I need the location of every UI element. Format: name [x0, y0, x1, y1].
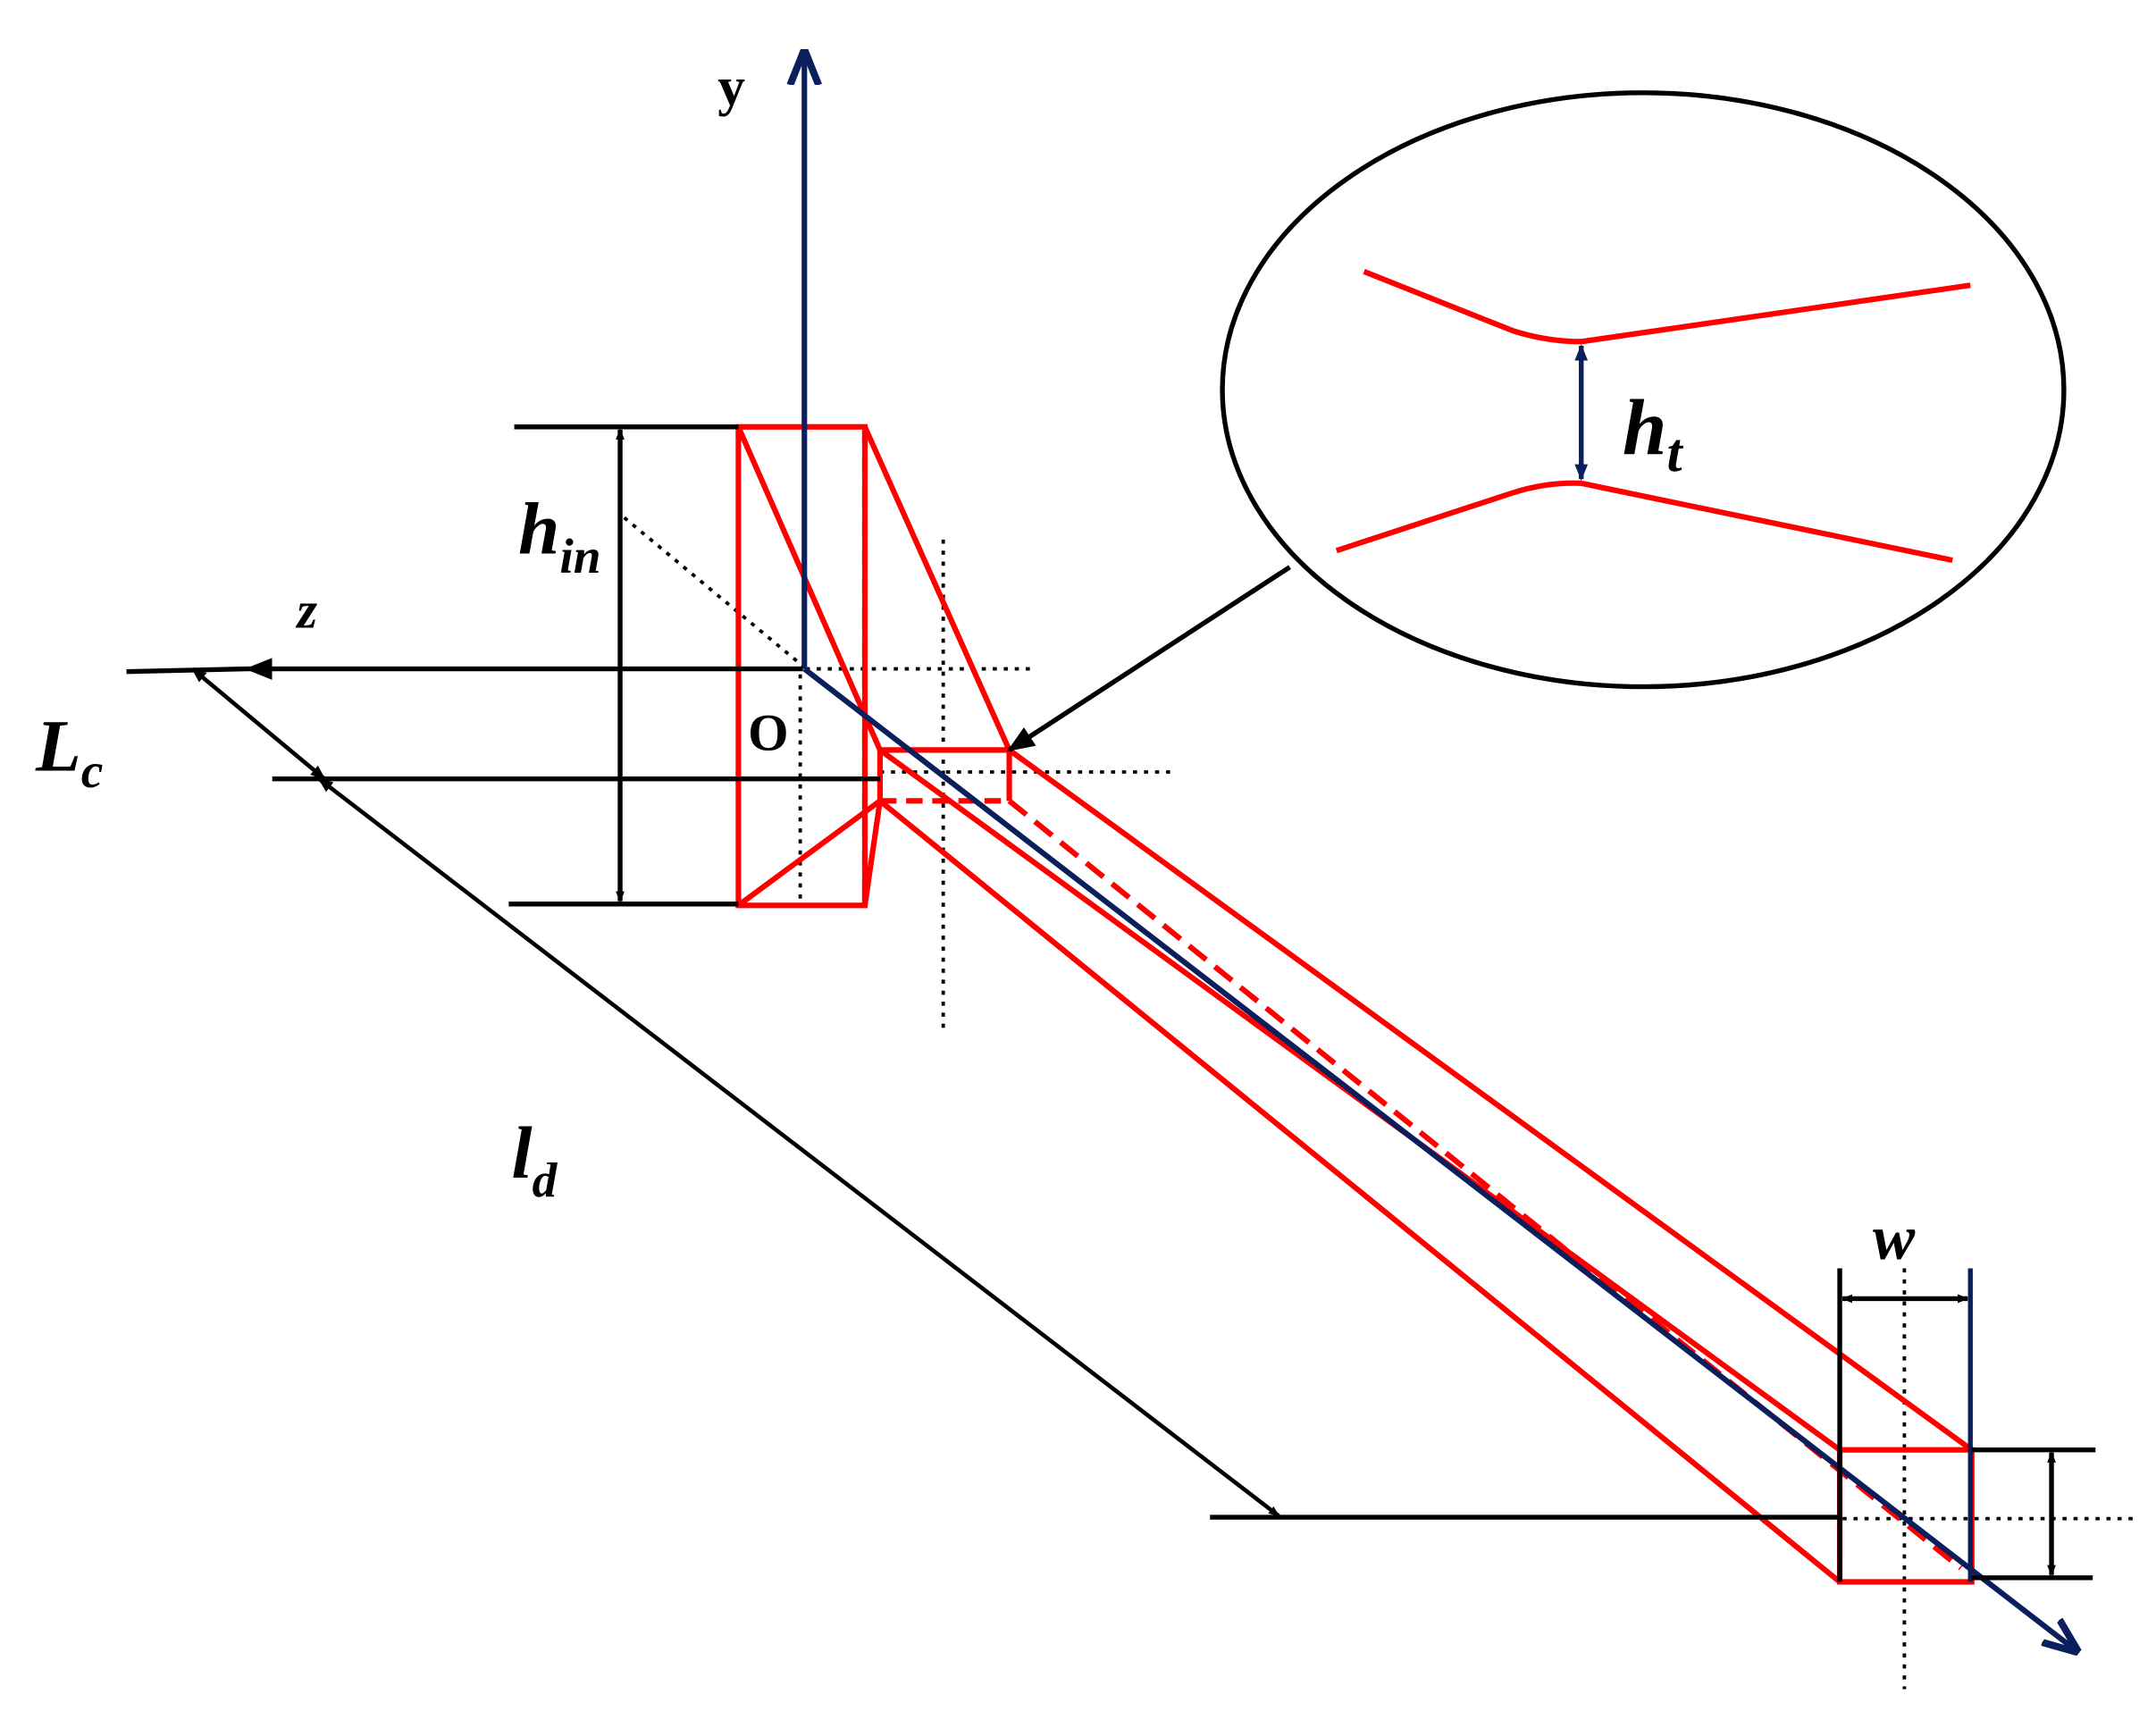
- l-d-label: ld: [511, 1112, 558, 1208]
- zoom-callout-arrow: [1006, 565, 1291, 752]
- h-t-label-main: h: [1623, 384, 1667, 473]
- throat-lower-wall: [1335, 480, 1953, 564]
- dimensions: [126, 424, 2096, 1582]
- axes: [804, 53, 2076, 1650]
- l-c-label-sub: c: [81, 743, 104, 798]
- w-label: w: [1873, 1204, 1916, 1273]
- ld-dim: [317, 776, 1280, 1518]
- h-t-label: ht: [1623, 384, 1684, 483]
- inlet-inner-taper: [735, 425, 883, 751]
- guide-diag-inlet: [623, 516, 804, 667]
- dotted-guides: [623, 516, 2135, 1690]
- z-axis-label: z: [295, 581, 317, 639]
- l-d-label-main: l: [511, 1112, 532, 1194]
- inlet-top-taper: [862, 425, 1012, 751]
- inlet-bottom-taper: [736, 798, 882, 908]
- z-axis-extension: [126, 666, 248, 675]
- zoom-ellipse: [1220, 90, 2067, 690]
- l-d-label-sub: d: [533, 1154, 558, 1208]
- diffuser-upper-edge: [1007, 747, 1974, 1453]
- l-c-label: Lc: [35, 704, 103, 797]
- origin-label: O: [748, 703, 788, 761]
- diffuser-lower-edge: [877, 798, 1841, 1584]
- h-in-label-sub: in: [559, 529, 600, 583]
- h-in-label-main: h: [518, 487, 559, 569]
- throat-upper-wall: [1363, 268, 1971, 345]
- h-t-label-sub: t: [1667, 423, 1684, 483]
- l-c-label-main: L: [35, 704, 81, 786]
- y-axis-label: y: [717, 57, 745, 118]
- h-in-label: hin: [518, 487, 600, 583]
- throat-detail: [1220, 90, 2067, 690]
- lc-dim: [190, 667, 326, 781]
- x-axis-line: [802, 667, 2076, 1651]
- channel: [735, 424, 1975, 1585]
